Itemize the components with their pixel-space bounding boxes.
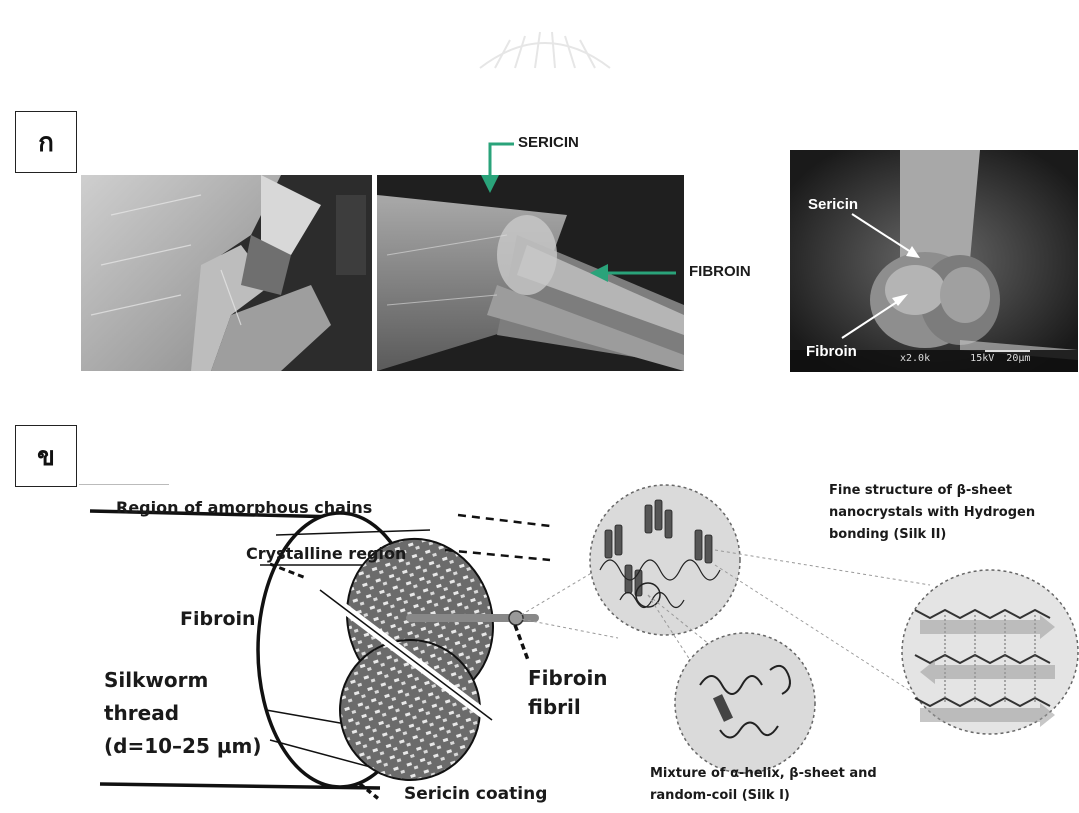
scale-bar-line [985, 350, 1030, 352]
sem-image-cross-section [790, 150, 1078, 372]
silk-i-line1: Mixture of α-helix, β-sheet and [650, 763, 877, 785]
silk-ii-line1: Fine structure of β-sheet [829, 480, 1035, 502]
silk-ii-line2: nanocrystals with Hydrogen [829, 502, 1035, 524]
silk-i-line2: random-coil (Silk I) [650, 785, 877, 807]
sericin-pointer [850, 210, 930, 270]
silkworm-label-line1: Silkworm [104, 664, 262, 697]
scale: 20μm [1006, 353, 1030, 364]
silk-i-caption: Mixture of α-helix, β-sheet and random-c… [650, 763, 877, 807]
fibroin-inline-label: Fibroin [806, 343, 857, 360]
thread-diameter: (d=10–25 µm) [104, 730, 262, 763]
fibroin-fibril-label: Fibroin fibril [528, 664, 608, 722]
scale-bar-info: x2.0k 15kV 20μm [900, 353, 1030, 364]
fibril-label-line1: Fibroin [528, 664, 608, 693]
panel-b-label: ข [15, 425, 77, 487]
fibroin-label: FIBROIN [689, 263, 751, 280]
university-watermark [470, 28, 620, 72]
voltage: 15kV [970, 353, 994, 364]
sericin-inline-label: Sericin [808, 196, 858, 213]
sericin-label: SERICIN [518, 134, 579, 151]
fibroin-arrow [584, 259, 680, 289]
sem-image-fracture [81, 175, 372, 371]
panel-a-label: ก [15, 111, 77, 173]
fibroin-diagram-label: Fibroin [180, 608, 256, 630]
fibril-label-line2: fibril [528, 693, 608, 722]
amorphous-label: Region of amorphous chains [116, 498, 372, 517]
sericin-coating-label: Sericin coating [404, 784, 547, 804]
crystalline-label: Crystalline region [246, 544, 406, 563]
fibroin-pointer [840, 290, 920, 350]
silk-ii-line3: bonding (Silk II) [829, 524, 1035, 546]
silkworm-thread-label: Silkworm thread (d=10–25 µm) [104, 664, 262, 763]
silkworm-label-line2: thread [104, 697, 262, 730]
silk-ii-caption: Fine structure of β-sheet nanocrystals w… [829, 480, 1035, 546]
magnification: x2.0k [900, 353, 930, 364]
